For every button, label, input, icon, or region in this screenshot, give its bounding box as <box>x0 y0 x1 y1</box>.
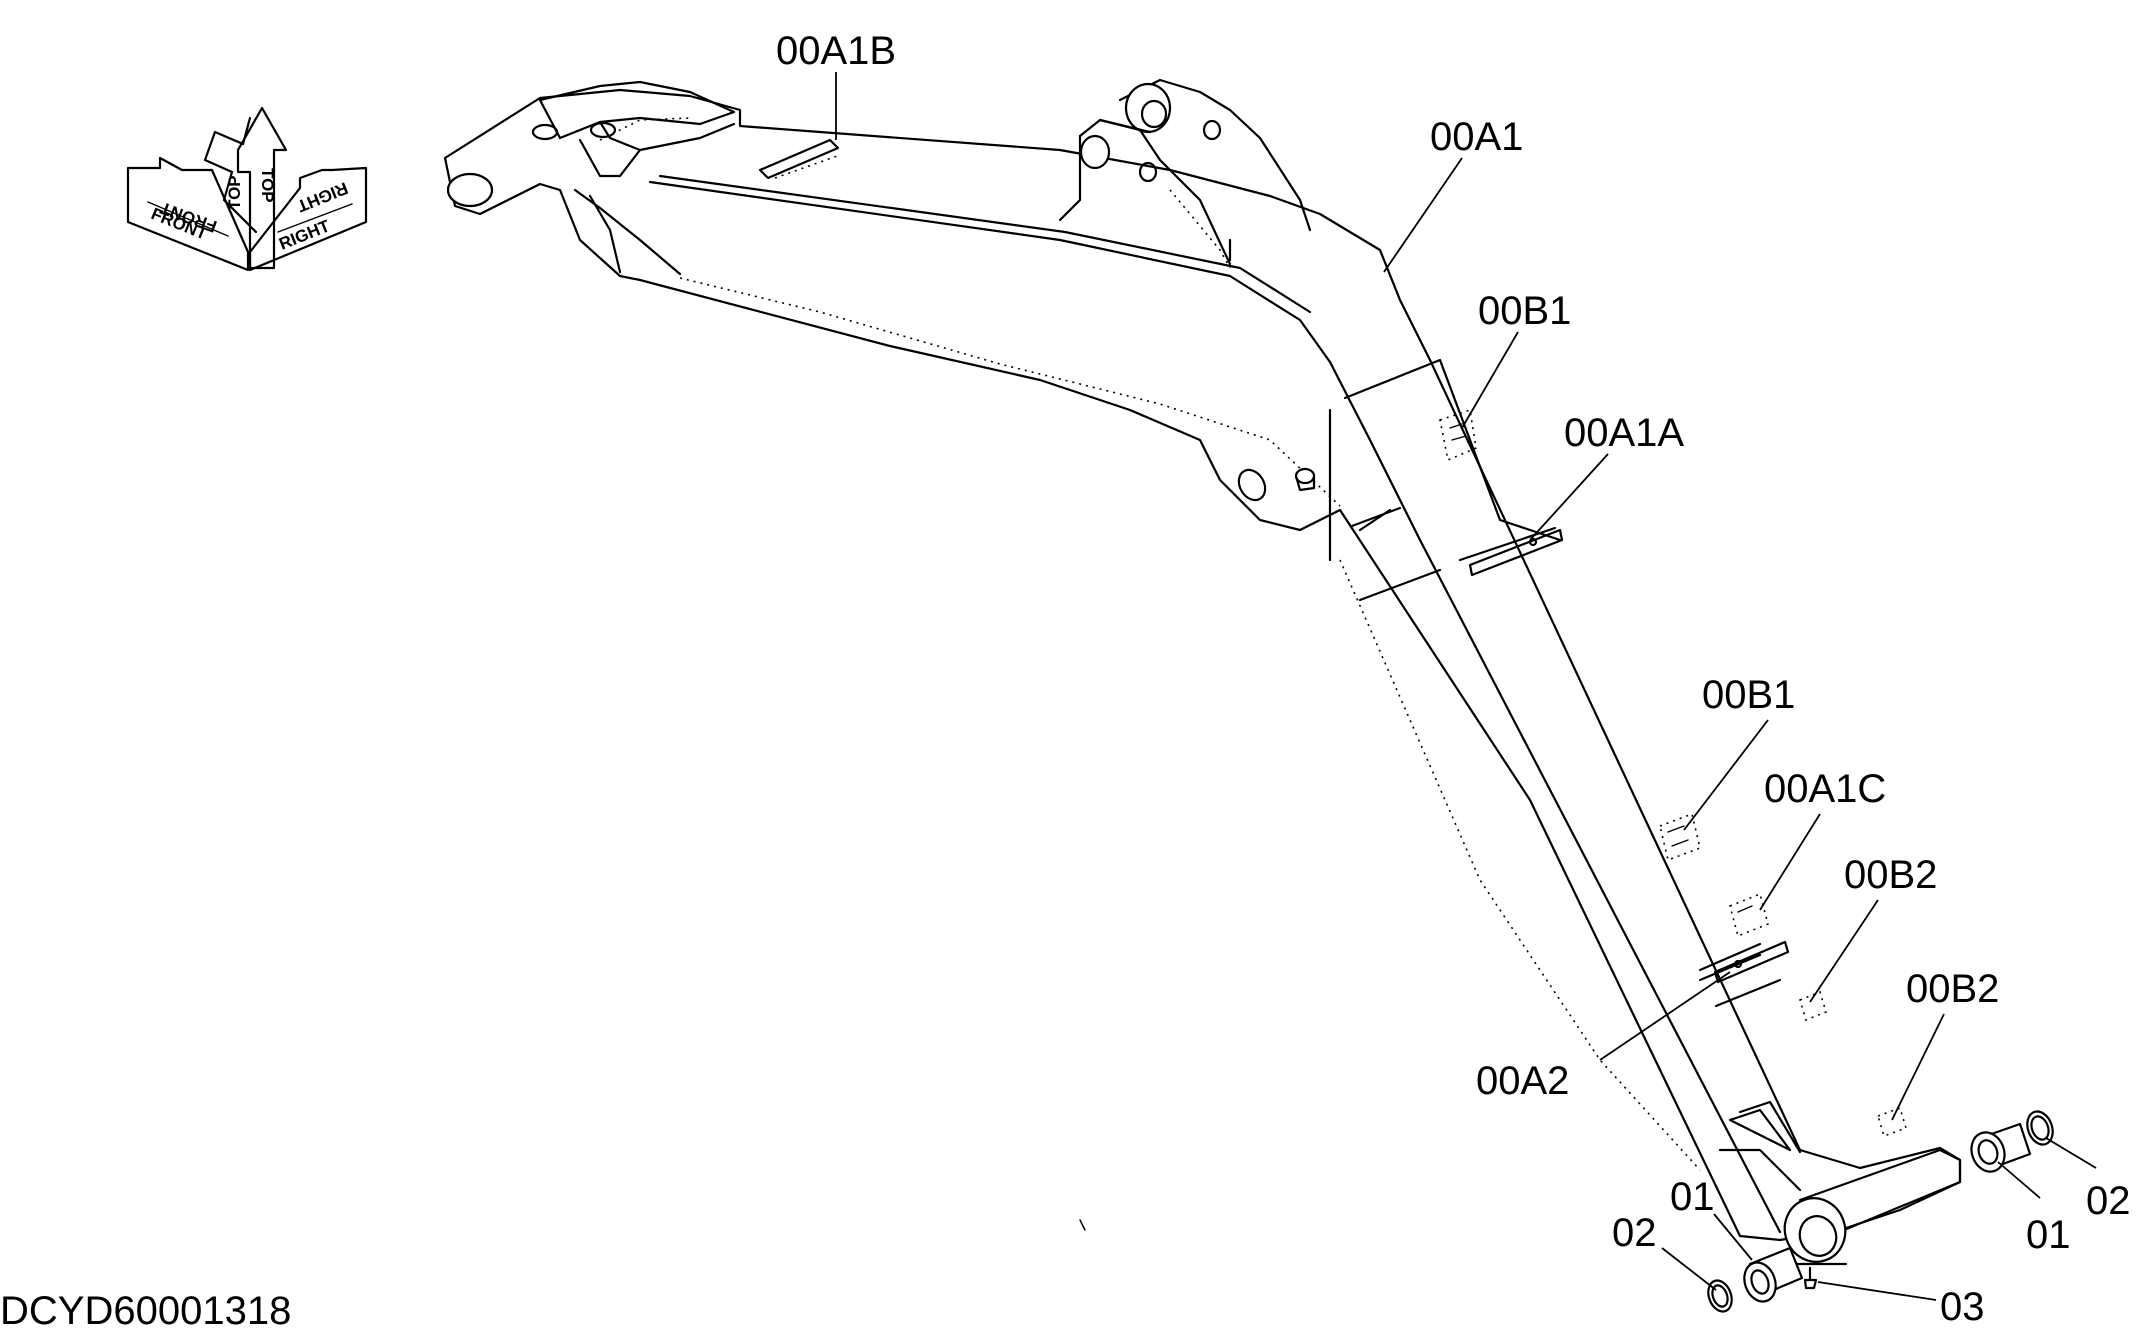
callout-00b2-lower: 00B2 <box>1906 967 1999 1011</box>
arm-details <box>758 138 1907 1138</box>
bushings-and-seals <box>1707 1110 2054 1313</box>
callout-01-left: 01 <box>1670 1175 1715 1219</box>
callout-02-right: 02 <box>2086 1179 2131 1223</box>
cylinder-bracket <box>1058 78 1312 269</box>
callout-01-right: 01 <box>2026 1213 2071 1257</box>
right-label-mirrored: RIGHT <box>294 178 351 216</box>
callout-00b1-top: 00B1 <box>1478 289 1571 333</box>
top-label-mirrored: TOP <box>258 168 277 203</box>
bucket-end-boss <box>1783 1148 1962 1266</box>
callout-00a1b: 00A1B <box>776 29 896 73</box>
orientation-indicator: FRONT FRONT TOP TOP RIGHT RIGHT <box>126 106 368 272</box>
callout-00a1a: 00A1A <box>1564 411 1684 455</box>
callout-00b2-upper: 00B2 <box>1844 853 1937 897</box>
arm-body <box>443 88 1962 1242</box>
callout-00a2: 00A2 <box>1476 1059 1569 1103</box>
arm-rear-bosses <box>446 80 736 208</box>
callout-02-left: 02 <box>1612 1211 1657 1255</box>
callout-labels: 00A1B 00A1 00B1 00A1A 00B1 00A1C 00B2 00… <box>776 29 2131 1329</box>
callout-00a1: 00A1 <box>1430 115 1523 159</box>
top-label: TOP <box>225 175 244 210</box>
callout-00a1c: 00A1C <box>1764 767 1886 811</box>
document-id: DCYD60001318 <box>0 1289 291 1333</box>
callout-00b1-mid: 00B1 <box>1702 673 1795 717</box>
leader-lines <box>835 72 2097 1301</box>
arm-side-lug <box>1237 467 1316 502</box>
callout-03: 03 <box>1940 1285 1985 1329</box>
